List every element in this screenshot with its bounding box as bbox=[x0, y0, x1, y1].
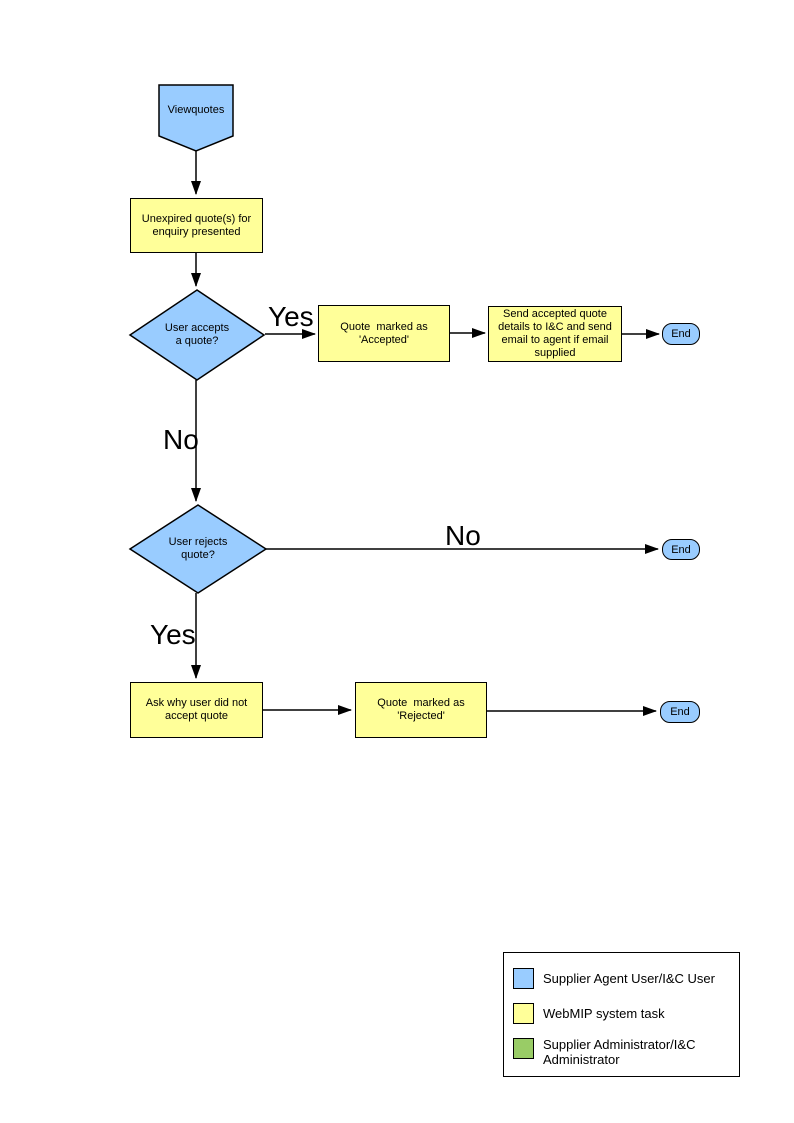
process-send-details: Send accepted quote details to I&C and s… bbox=[488, 306, 622, 362]
legend-swatch-blue bbox=[513, 968, 534, 989]
process-quote-accepted: Quote marked as 'Accepted' bbox=[318, 305, 450, 362]
decision-rejects-label: User rejects quote? bbox=[168, 536, 228, 561]
edge-label-accepts-yes: Yes bbox=[268, 301, 314, 332]
edge-label-rejects-no: No bbox=[445, 520, 481, 551]
end-node-no-reject: End bbox=[662, 539, 700, 560]
legend-item-webmip-task: WebMIP system task bbox=[513, 1003, 665, 1024]
legend-swatch-green bbox=[513, 1038, 534, 1059]
legend-label-webmip-task: WebMIP system task bbox=[543, 1006, 665, 1021]
edge-label-rejects-yes: Yes bbox=[150, 619, 196, 650]
start-node-label: Viewquotes bbox=[167, 104, 225, 116]
decision-accepts-label: User accepts a quote? bbox=[164, 322, 230, 347]
process-quote-rejected: Quote marked as 'Rejected' bbox=[355, 682, 487, 738]
end-node-accepted: End bbox=[662, 323, 700, 345]
legend-item-supplier-admin: Supplier Administrator/I&C Administrator bbox=[513, 1037, 696, 1067]
legend-label-supplier-agent: Supplier Agent User/I&C User bbox=[543, 971, 715, 986]
end-node-rejected: End bbox=[660, 701, 700, 723]
process-ask-why: Ask why user did not accept quote bbox=[130, 682, 263, 738]
legend-item-supplier-agent: Supplier Agent User/I&C User bbox=[513, 968, 715, 989]
legend-box: Supplier Agent User/I&C User WebMIP syst… bbox=[503, 952, 740, 1077]
process-unexpired-quotes: Unexpired quote(s) for enquiry presented bbox=[130, 198, 263, 253]
legend-label-supplier-admin: Supplier Administrator/I&C Administrator bbox=[543, 1037, 696, 1067]
legend-swatch-yellow bbox=[513, 1003, 534, 1024]
edge-label-accepts-no: No bbox=[163, 424, 199, 455]
